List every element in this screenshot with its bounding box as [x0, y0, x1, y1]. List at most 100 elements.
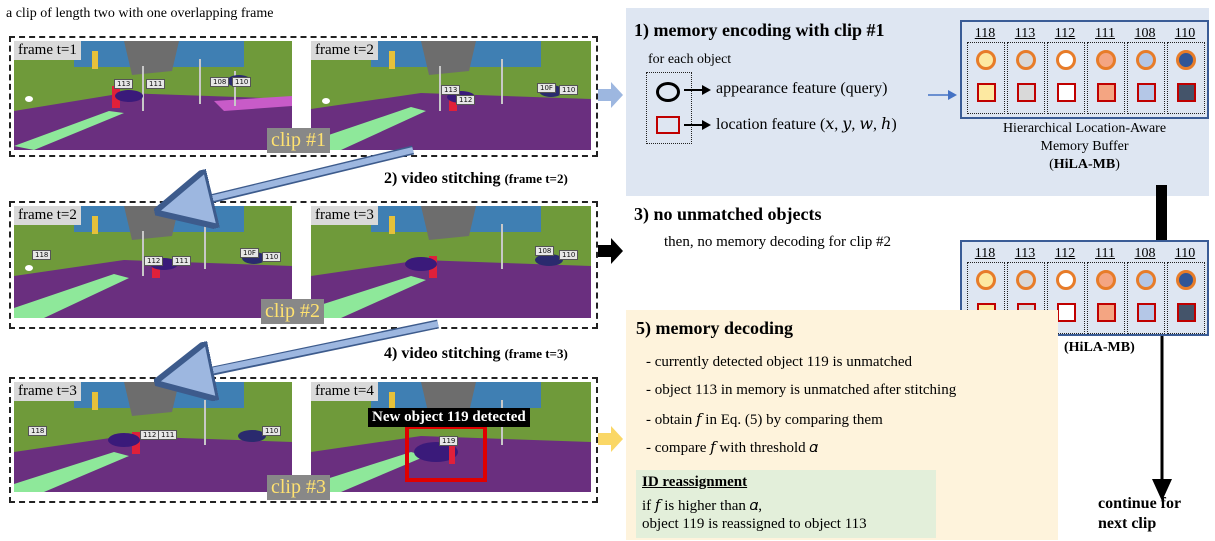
- appearance-feature-icon: [1056, 50, 1076, 70]
- appearance-feature-icon: [1016, 270, 1036, 290]
- decoding-bullet: - obtain 𝑓 in Eq. (5) by comparing them: [646, 412, 883, 428]
- memory-slot: [1127, 42, 1165, 114]
- memory-slot-id: 118: [974, 26, 996, 41]
- stitch-label-2: 4) video stitching (frame t=3): [384, 345, 568, 362]
- object-tag: 110: [559, 250, 579, 260]
- location-feature-icon: [1057, 83, 1076, 102]
- memory-slot: [1167, 262, 1205, 334]
- feature-legend-box: [646, 72, 692, 144]
- clip-label: clip #3: [267, 475, 330, 500]
- location-feature-icon: [1097, 83, 1116, 102]
- id-reassignment-condition: if 𝑓 is higher than 𝛼,: [642, 498, 763, 514]
- down-arrow-icon: [1152, 185, 1172, 501]
- object-tag: 110: [232, 77, 252, 87]
- object-tag: 110: [262, 426, 282, 436]
- memory-slot-id: 110: [1174, 26, 1196, 41]
- decoding-bullet: - currently detected object 119 is unmat…: [646, 354, 913, 370]
- location-feature-icon: [1017, 83, 1036, 102]
- appearance-feature-icon: [976, 50, 996, 70]
- memory-slot-id: 110: [1174, 246, 1196, 261]
- object-tag: 119: [439, 436, 459, 446]
- continue-label: continue for next clip: [1098, 495, 1182, 532]
- frame-label: frame t=2: [311, 41, 378, 60]
- object-tag: 108: [210, 77, 230, 87]
- appearance-feature-icon: [1176, 50, 1196, 70]
- step3-subtitle: then, no memory decoding for clip #2: [664, 234, 892, 250]
- frame-image-t1: frame t=1 113 111 108 110: [14, 41, 292, 150]
- memory-slot: [1167, 42, 1205, 114]
- frame-label: frame t=3: [311, 206, 378, 225]
- object-tag: 110: [262, 252, 282, 262]
- step1-title: 1) memory encoding with clip #1: [634, 20, 885, 40]
- appearance-feature-icon: [1056, 270, 1076, 290]
- location-feature-icon: [977, 83, 996, 102]
- memory-slot: [967, 42, 1005, 114]
- memory-slot-id: 113: [1014, 246, 1036, 261]
- appearance-feature-icon: [1176, 270, 1196, 290]
- object-tag: 10F: [240, 248, 259, 258]
- frame-label: frame t=2: [14, 206, 81, 225]
- id-reassignment-result: object 119 is reassigned to object 113: [642, 516, 867, 532]
- step3-title: 3) no unmatched objects: [634, 204, 822, 224]
- object-tag: 113: [441, 85, 461, 95]
- memory-slot-id: 113: [1014, 26, 1036, 41]
- id-reassignment-title: ID reassignment: [642, 474, 748, 490]
- appearance-feature-icon: [1136, 50, 1156, 70]
- decoding-bullet: - object 113 in memory is unmatched afte…: [646, 382, 957, 398]
- arrow-right-icon: [598, 82, 623, 108]
- legend-arrows: [684, 85, 711, 130]
- location-feature-icon: [1137, 83, 1156, 102]
- frame-image-t2: frame t=2 113 112 10F 110: [311, 41, 591, 150]
- memory-slot: [1127, 262, 1165, 334]
- clip-1-box: frame t=1 113 111 108 110 frame t=2 113 …: [9, 36, 598, 157]
- appearance-feature-icon: [976, 270, 996, 290]
- frame-label: frame t=1: [14, 41, 81, 60]
- memory-slot-id: 108: [1134, 246, 1156, 261]
- clip-label: clip #2: [261, 299, 324, 324]
- top-caption: a clip of length two with one overlappin…: [6, 6, 274, 21]
- memory-slot-id: 112: [1054, 246, 1076, 261]
- object-tag: 112: [144, 256, 164, 266]
- arrow-right-icon: [598, 426, 623, 452]
- appearance-feature-icon: [1136, 270, 1156, 290]
- location-feature-icon: [1137, 303, 1156, 322]
- object-tag: 108: [535, 246, 555, 256]
- location-square-icon: [656, 116, 680, 134]
- memory-slot: [1007, 42, 1045, 114]
- location-feature-label: location feature (𝑥, 𝑦, 𝑤, ℎ): [716, 116, 897, 133]
- detection-box: [405, 425, 487, 482]
- step5-title: 5) memory decoding: [636, 318, 793, 338]
- memory-slot: [1087, 262, 1125, 334]
- location-feature-icon: [1057, 303, 1076, 322]
- clip-3-box: frame t=3 118 112 111 110 frame t=4 119 …: [9, 377, 598, 503]
- arrow-right-icon: [928, 90, 957, 100]
- memory-slot-id: 111: [1095, 26, 1115, 41]
- object-tag: 113: [114, 79, 134, 89]
- memory-slot: [1047, 262, 1085, 334]
- memory-slot: [1087, 42, 1125, 114]
- object-tag: 110: [559, 85, 579, 95]
- appearance-feature-icon: [1096, 270, 1116, 290]
- memory-buffer-caption: Hierarchical Location-Aware Memory Buffe…: [1002, 121, 1167, 172]
- for-each-label: for each object: [648, 52, 732, 67]
- frame-image-t3: frame t=3 108 110: [311, 206, 591, 318]
- street-scene-image: [311, 206, 591, 318]
- location-feature-icon: [1177, 83, 1196, 102]
- appearance-circle-icon: [656, 82, 680, 102]
- id-reassignment-box: ID reassignment if 𝑓 is higher than 𝛼, o…: [636, 470, 936, 538]
- decoding-bullet: - compare 𝑓 with threshold 𝛼: [646, 440, 819, 456]
- object-tag: 118: [28, 426, 48, 436]
- frame-label: frame t=3: [14, 382, 81, 401]
- memory-slot-id: 108: [1134, 26, 1156, 41]
- memory-slot: [1047, 42, 1085, 114]
- object-tag: 118: [32, 250, 52, 260]
- object-tag: 10F: [537, 83, 556, 93]
- location-feature-icon: [1177, 303, 1196, 322]
- stitch-arrow-1: [172, 147, 414, 208]
- clip-label: clip #1: [267, 128, 330, 153]
- memory-slot-id: 111: [1095, 246, 1115, 261]
- appearance-feature-label: appearance feature (query): [716, 80, 888, 97]
- frame-image-t4: frame t=4 119 New object 119 detected: [311, 382, 591, 492]
- frame-image-t3: frame t=3 118 112 111 110: [14, 382, 292, 492]
